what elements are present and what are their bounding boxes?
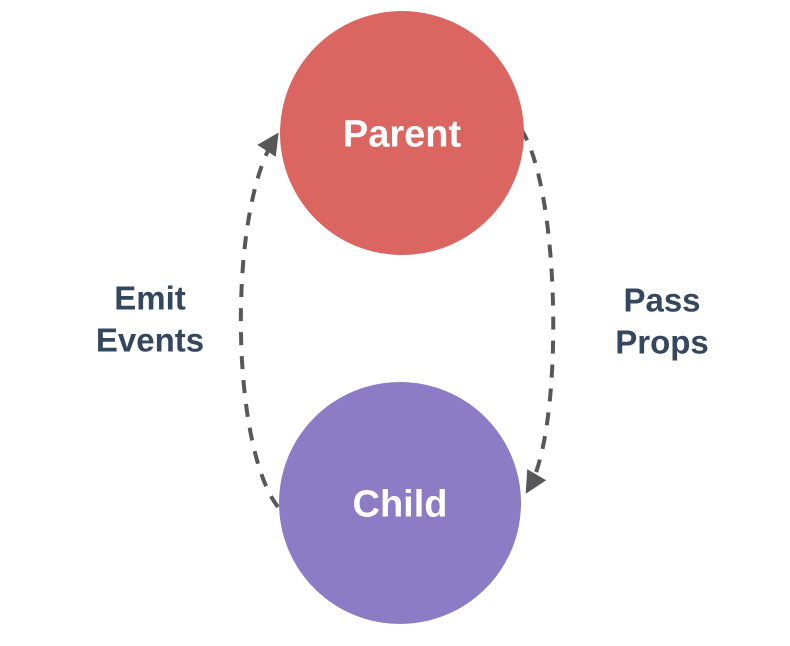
pass-props-label-line1: Pass <box>623 282 700 319</box>
pass-props-arrow <box>519 127 556 494</box>
emit-events-label-line1: Emit <box>114 280 186 317</box>
parent-node <box>280 11 524 255</box>
pass-props-label-line2: Props <box>615 324 709 361</box>
emit-events-arrow <box>238 132 280 509</box>
emit-events-label-line2: Events <box>96 322 204 359</box>
child-node-label: Child <box>353 483 448 525</box>
child-node <box>279 382 521 624</box>
parent-node-label: Parent <box>343 113 462 155</box>
